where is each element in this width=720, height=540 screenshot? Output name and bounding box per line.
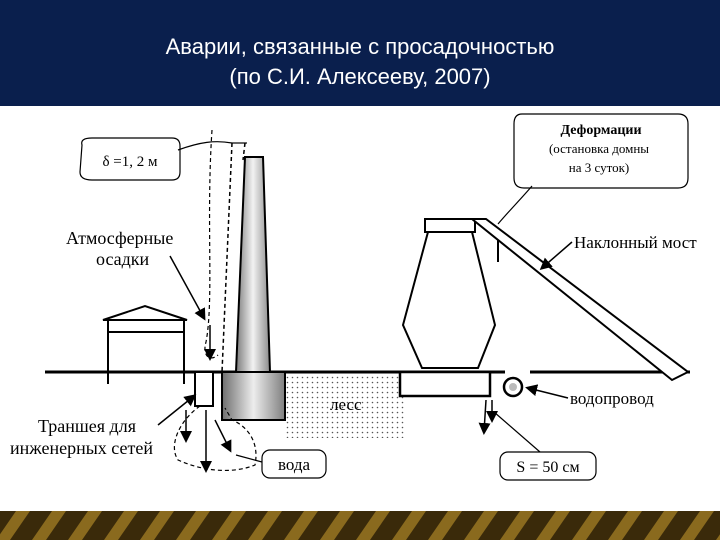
loess-label: лесс xyxy=(330,395,362,414)
infiltration-arrow-3 xyxy=(214,419,232,453)
furnace-foundation xyxy=(398,370,492,398)
inclined-bridge xyxy=(469,218,690,382)
decorative-bottom-bar xyxy=(0,511,720,540)
bar-stripe xyxy=(644,511,678,540)
bar-stripe xyxy=(392,511,426,540)
bridge-pointer xyxy=(539,241,573,270)
precip-flow-outline xyxy=(204,129,219,359)
chimney-foundation xyxy=(221,371,286,421)
precip-pointer xyxy=(169,255,206,321)
deformation-line1: (остановка домны xyxy=(549,141,649,156)
precip-label-line1: Атмосферные xyxy=(66,228,173,248)
trench-pointer xyxy=(157,394,197,426)
chimney-original-outline-2 xyxy=(242,142,246,161)
deformation-callout: Деформации (остановка домны на 3 суток) xyxy=(497,113,689,225)
house xyxy=(102,304,188,384)
bar-stripe xyxy=(212,511,246,540)
pipe-pointer xyxy=(525,384,569,399)
bar-stripe xyxy=(248,511,282,540)
deformation-line2: на 3 суток) xyxy=(569,160,629,175)
subsidence-diagram: δ =1, 2 м Деформации (остановка домны на… xyxy=(10,113,697,481)
bar-stripe xyxy=(284,511,318,540)
bar-stripe xyxy=(428,511,462,540)
chimney-original-outline xyxy=(221,142,233,373)
water-pipe-inner xyxy=(509,383,517,391)
bar-stripe xyxy=(356,511,390,540)
delta-callout: δ =1, 2 м xyxy=(79,137,233,181)
bar-stripe xyxy=(680,511,714,540)
trench-label-line1: Траншея для xyxy=(38,416,136,436)
blast-furnace xyxy=(401,218,497,369)
bar-stripe xyxy=(464,511,498,540)
bar-stripe xyxy=(320,511,354,540)
chimney xyxy=(234,156,272,373)
bridge-label: Наклонный мост xyxy=(574,233,697,252)
bar-stripe xyxy=(572,511,606,540)
loess-soil xyxy=(286,372,404,438)
title-banner: Аварии, связанные с просадочностью (по С… xyxy=(0,0,720,106)
settlement-label: S = 50 см xyxy=(516,459,579,476)
trench xyxy=(194,371,214,407)
bar-stripe xyxy=(0,511,30,540)
settlement-arrow-left xyxy=(478,399,491,435)
bar-stripe xyxy=(32,511,66,540)
bar-stripe xyxy=(140,511,174,540)
deformation-title: Деформации xyxy=(560,123,641,138)
delta-label: δ =1, 2 м xyxy=(102,154,158,170)
slide-title-line1: Аварии, связанные с просадочностью xyxy=(165,34,555,59)
bar-stripe xyxy=(68,511,102,540)
water-flow-outline xyxy=(173,405,257,472)
water-callout: вода xyxy=(235,449,327,479)
bar-stripe xyxy=(608,511,642,540)
settlement-callout: S = 50 см xyxy=(493,411,597,481)
bar-stripe xyxy=(176,511,210,540)
water-label: вода xyxy=(278,455,311,474)
bar-stripe xyxy=(500,511,534,540)
pipe-label: водопровод xyxy=(570,389,654,408)
bar-stripe xyxy=(104,511,138,540)
precip-label-line2: осадки xyxy=(96,249,150,269)
trench-label-line2: инженерных сетей xyxy=(10,438,153,458)
slide-title-line2: (по С.И. Алексееву, 2007) xyxy=(229,64,491,89)
bar-stripe xyxy=(536,511,570,540)
